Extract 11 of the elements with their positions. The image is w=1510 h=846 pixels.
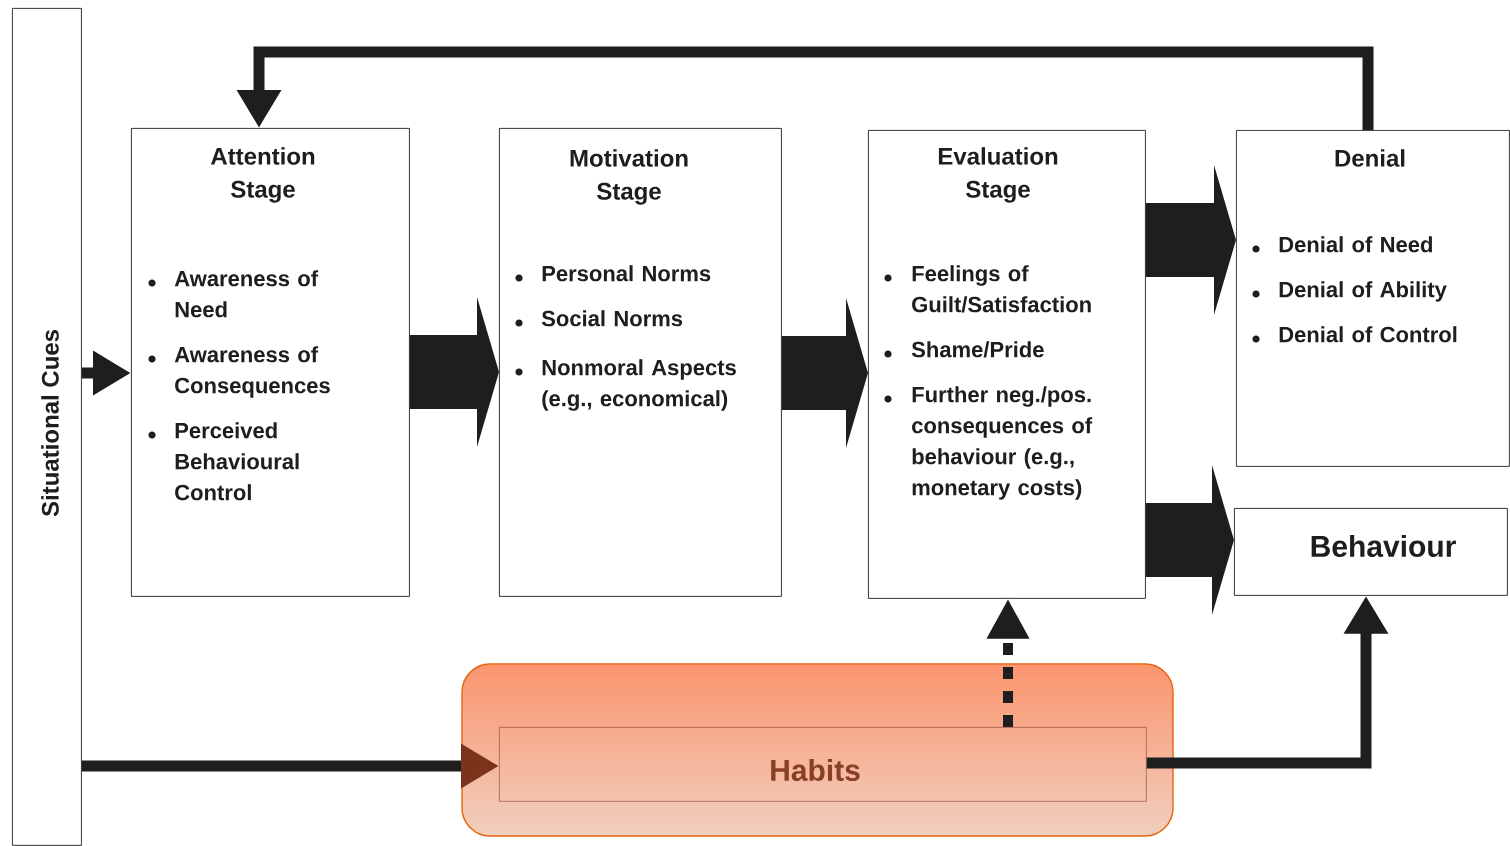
side-bar: Situational Cues xyxy=(12,8,82,846)
block-arrow xyxy=(1145,165,1236,315)
stage-box: Evaluation Stage Feelings of Guilt/Satisfaction Shame/Pride Further neg./pos. consequences of behaviour (e.g., monetary costs) xyxy=(868,130,1146,599)
stage-box: Attention Stage Awareness of Need Awareness of Consequences Perceived Behavioural Control xyxy=(131,128,410,597)
block-arrow xyxy=(409,297,499,447)
block-arrow xyxy=(1145,465,1234,615)
outcome-box: Behaviour xyxy=(1234,508,1508,596)
stage-box: Motivation Stage Personal Norms Social Norms Nonmoral Aspects (e.g., economical) xyxy=(499,128,782,597)
habit-box: Habits xyxy=(461,663,1174,837)
stage-box: Denial Denial of Need Denial of Ability Denial of Control xyxy=(1236,130,1510,467)
block-arrow xyxy=(781,298,868,448)
